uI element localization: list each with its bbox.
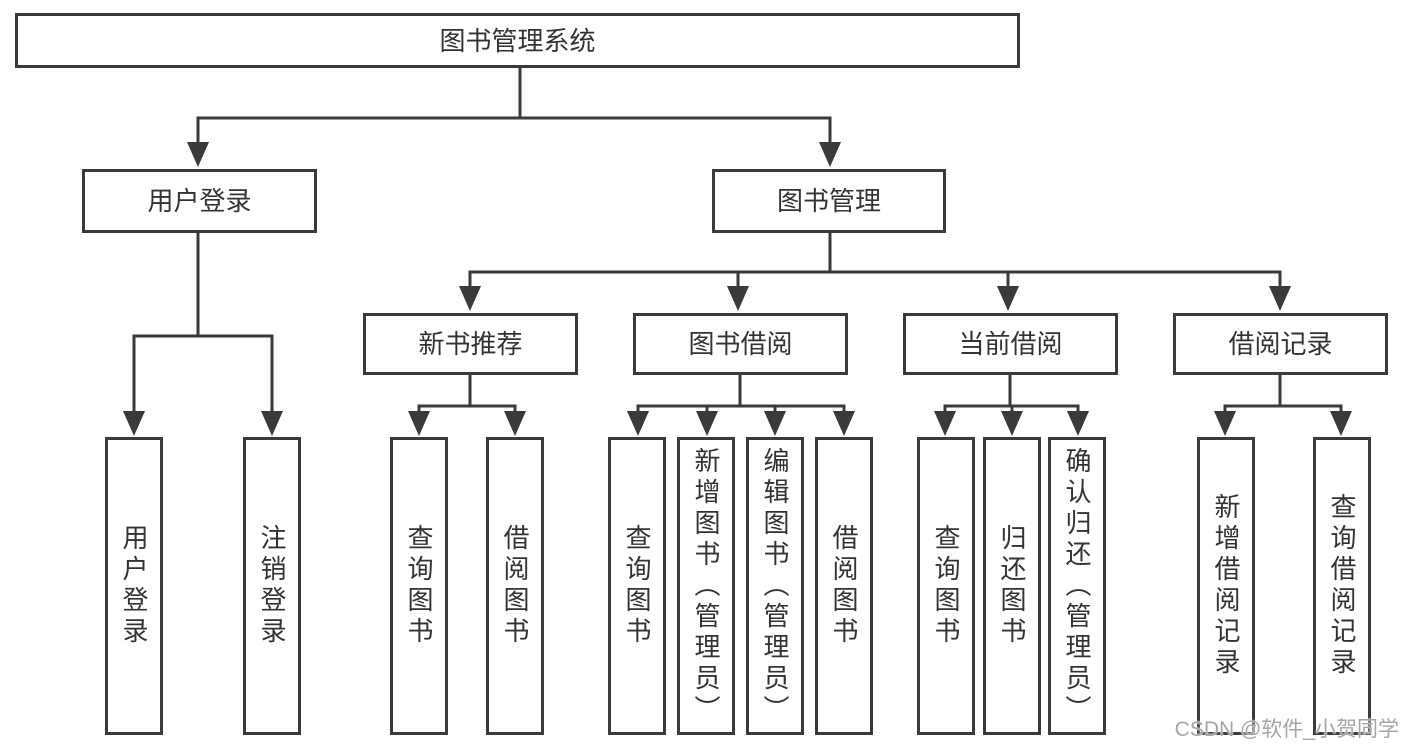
leaf-current-query-books-label: 查询图书: [931, 524, 961, 648]
leaf-newbooks-borrow-books: 借阅图书: [486, 437, 544, 735]
leaf-newbooks-query-books-label: 查询图书: [404, 524, 434, 648]
leaf-borrow-add-book-admin: 新增图书（管理员）: [677, 437, 735, 735]
leaf-records-add-record: 新增借阅记录: [1197, 437, 1255, 735]
node-user-login-label: 用户登录: [147, 186, 252, 216]
node-borrow-records: 借阅记录: [1173, 313, 1388, 375]
leaf-user-login: 用户登录: [105, 437, 163, 735]
leaf-current-confirm-return-admin-label: 确认归还（管理员）: [1062, 446, 1092, 726]
node-new-book-recommend-label: 新书推荐: [418, 329, 523, 359]
leaf-logout: 注销登录: [243, 437, 301, 735]
leaf-current-return-books-label: 归还图书: [997, 524, 1027, 648]
node-root: 图书管理系统: [15, 13, 1020, 68]
leaf-records-query-record: 查询借阅记录: [1313, 437, 1371, 735]
leaf-borrow-borrow-books: 借阅图书: [815, 437, 873, 735]
leaf-records-query-record-label: 查询借阅记录: [1327, 493, 1357, 679]
leaf-records-add-record-label: 新增借阅记录: [1211, 493, 1241, 679]
node-user-login: 用户登录: [82, 169, 317, 233]
leaf-borrow-query-books-label: 查询图书: [622, 524, 652, 648]
leaf-logout-label: 注销登录: [257, 524, 287, 648]
leaf-user-login-label: 用户登录: [119, 524, 149, 648]
node-current-borrow-label: 当前借阅: [958, 329, 1063, 359]
leaf-current-return-books: 归还图书: [983, 437, 1041, 735]
node-book-management-label: 图书管理: [776, 186, 881, 216]
node-book-management: 图书管理: [712, 169, 946, 233]
leaf-newbooks-borrow-books-label: 借阅图书: [500, 524, 530, 648]
node-borrow-records-label: 借阅记录: [1228, 329, 1333, 359]
node-new-book-recommend: 新书推荐: [363, 313, 578, 375]
node-root-label: 图书管理系统: [439, 25, 596, 56]
leaf-borrow-borrow-books-label: 借阅图书: [829, 524, 859, 648]
leaf-borrow-edit-book-admin-label: 编辑图书（管理员）: [760, 446, 790, 726]
leaf-newbooks-query-books: 查询图书: [390, 437, 448, 735]
node-current-borrow: 当前借阅: [903, 313, 1118, 375]
leaf-current-query-books: 查询图书: [917, 437, 975, 735]
leaf-borrow-add-book-admin-label: 新增图书（管理员）: [691, 446, 721, 726]
leaf-current-confirm-return-admin: 确认归还（管理员）: [1048, 437, 1106, 735]
watermark: CSDN @软件_小贺同学: [1174, 718, 1399, 741]
leaf-borrow-query-books: 查询图书: [608, 437, 666, 735]
node-book-borrow: 图书借阅: [633, 313, 848, 375]
node-book-borrow-label: 图书借阅: [688, 329, 793, 359]
leaf-borrow-edit-book-admin: 编辑图书（管理员）: [746, 437, 804, 735]
